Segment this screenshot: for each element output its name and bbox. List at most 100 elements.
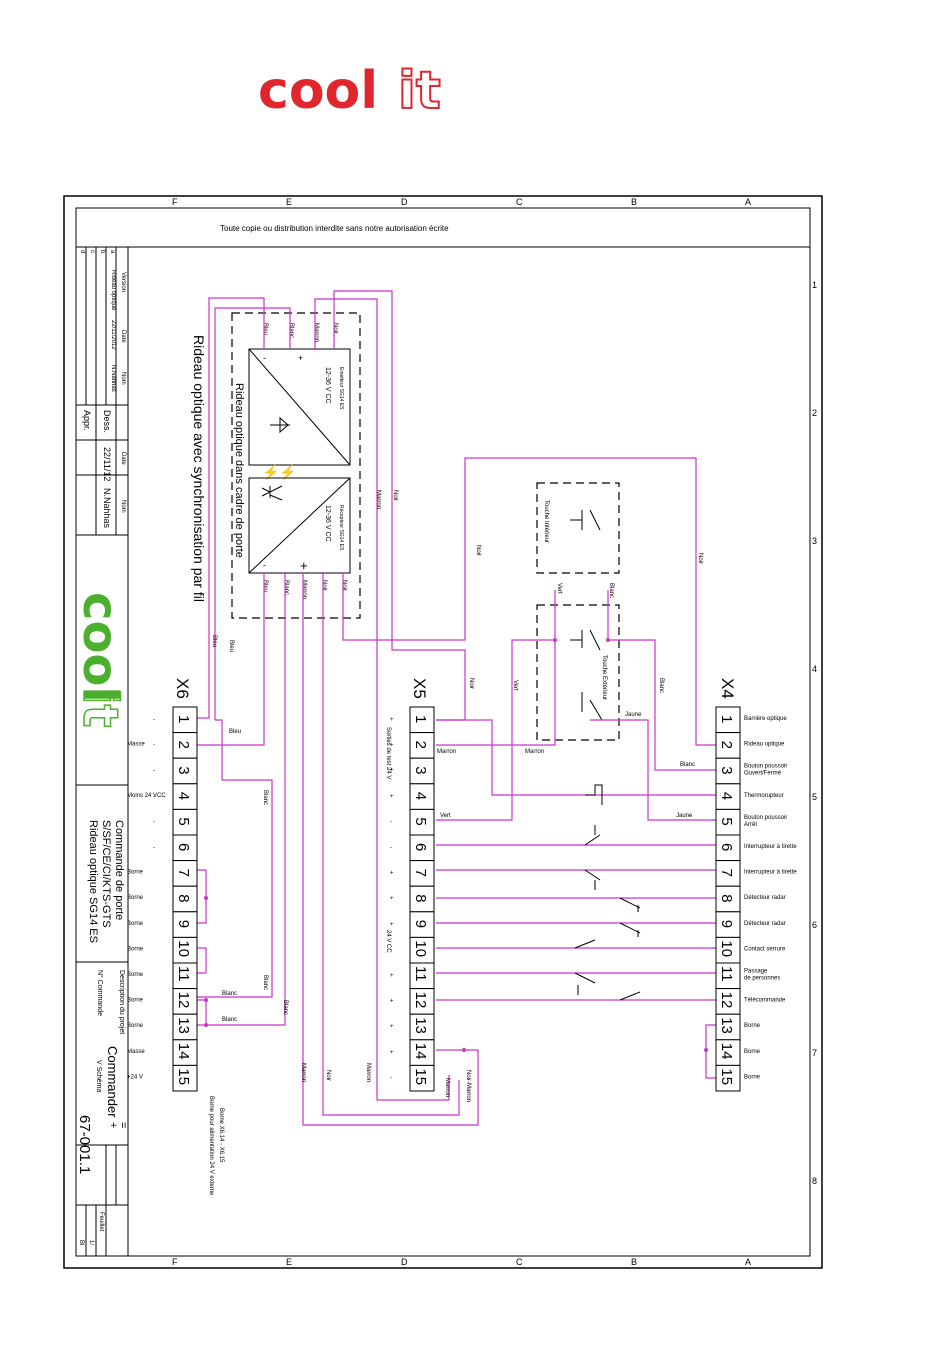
terminal-number: 15 [718,1068,735,1085]
rev-header-date: Date [120,330,126,343]
row-number: 1 [812,280,817,290]
dess-name-value: N.Nahhas [102,488,112,529]
push-button-interior-label: Touche Intérieur [543,500,549,543]
terminal-cell [409,783,435,810]
terminal-sign: + [390,896,394,902]
row-number: 3 [812,536,817,546]
terminal-number: 4 [718,792,735,800]
wire-label: Noir [392,490,398,501]
terminal-cell [715,988,741,1015]
terminal-sign: + [390,717,394,723]
terminal-sign: - [153,743,155,749]
terminal-label: Contact serrure [744,946,786,952]
terminal-cell [715,808,741,836]
terminal-cell [715,860,741,887]
col-letter: A [745,1257,751,1267]
terminal-label: Ouvert/Fermé [744,771,782,777]
terminal-number: 11 [412,966,429,982]
project-description-label: Description du projet [118,970,125,1034]
terminal-cell [409,834,435,862]
terminal-number: 8 [718,894,735,902]
terminal-sign: - [390,845,392,851]
dess-name-header: Nom [120,500,126,513]
page-label: Feuillet [98,1212,104,1232]
terminal-cell [172,911,198,938]
emitter-voltage: 12-36 V CC [324,367,331,404]
terminal-label: Bouton poussoir [744,764,787,770]
terminal-sign: - [153,717,155,723]
col-letter: A [745,197,751,207]
terminal-label: Borne [744,1049,761,1055]
terminal-number: 6 [175,843,192,851]
terminal-label: Borne [127,998,144,1004]
terminal-sign: - [153,794,155,800]
x5-group-24v: 24 V CC [385,930,391,953]
rev-header-version: Version [120,272,126,292]
terminal-label: de personnes [744,976,780,982]
terminal-label: Borne [744,1023,761,1029]
thermal-switch-icon [585,784,603,805]
sheet-inner-frame [75,207,811,1257]
wire-label: Blanc [282,1000,288,1015]
terminal-sign: - [390,1075,392,1081]
terminal-cell [715,885,741,913]
row-number: 2 [812,408,817,418]
row-number: 7 [812,1048,817,1058]
title-block: Version Date Nom Rideau optique 22/11/20… [71,246,129,1256]
terminal-sign: + [390,743,394,749]
terminal-cell [172,1064,198,1092]
terminal-number: 11 [718,966,735,982]
wire-label: Noir-Marron [465,1070,471,1102]
col-letter: E [286,1257,292,1267]
wire-label: Bleu [211,635,217,647]
door-frame-dashed [231,312,361,619]
terminal-number: 4 [412,792,429,800]
terminal-label: Barrière optique [744,716,787,722]
note-line-2: Borne pour alimentation 24 V externe [208,1096,214,1196]
terminal-sign: - [153,819,155,825]
terminal-label: Détecteur radar [744,895,786,901]
terminal-label: Passage [744,969,768,975]
phototransistor-icon [261,485,283,501]
terminal-cell [409,936,435,964]
sheet-outer-frame [63,195,823,1269]
column-letters-bottom: F E D C B A [172,1257,751,1267]
col-letter: B [631,197,637,207]
terminal-cell [172,834,198,862]
schema-label: V Schéma [95,1060,102,1092]
terminal-number: 11 [175,966,192,982]
terminal-cell [172,1039,198,1066]
terminal-number: 6 [718,843,735,851]
wire-label: Marron [444,1078,450,1097]
terminal-label: Moins 24 VCC [127,793,166,799]
terminal-label: Borne [127,895,144,901]
col-letter: B [631,1257,637,1267]
cool-it-logo: cool it [258,60,442,120]
wire-label: Blanc [658,678,664,693]
terminal-sign: + [390,871,394,877]
terminal-number: 4 [175,792,192,800]
terminal-cell [715,936,741,964]
terminal-cell [409,1064,435,1092]
terminal-number: 6 [412,843,429,851]
diagram-title: Rideau optique avec synchronisation par … [191,335,207,602]
terminal-label: Arrêt [744,822,757,828]
terminal-number: 15 [175,1068,192,1085]
terminal-label: Bouton poussoir [744,815,787,821]
terminal-cell [172,1013,198,1041]
terminal-cell [409,706,435,734]
order-number-label: N° Commande [96,970,104,1016]
sign-plus: + [107,1122,119,1128]
remote-contact-icon [619,991,641,1001]
terminal-number: 13 [412,1017,429,1034]
terminal-number: 9 [175,920,192,928]
terminal-number: 10 [412,940,429,957]
receiver-minus: - [263,560,266,570]
col-letter: D [401,197,408,207]
wire-label: Jaune [625,712,642,718]
wire-label: Vert [556,583,562,594]
col-letter: F [172,197,178,207]
terminal-number: 1 [718,715,735,723]
row-number: 8 [812,1176,817,1186]
